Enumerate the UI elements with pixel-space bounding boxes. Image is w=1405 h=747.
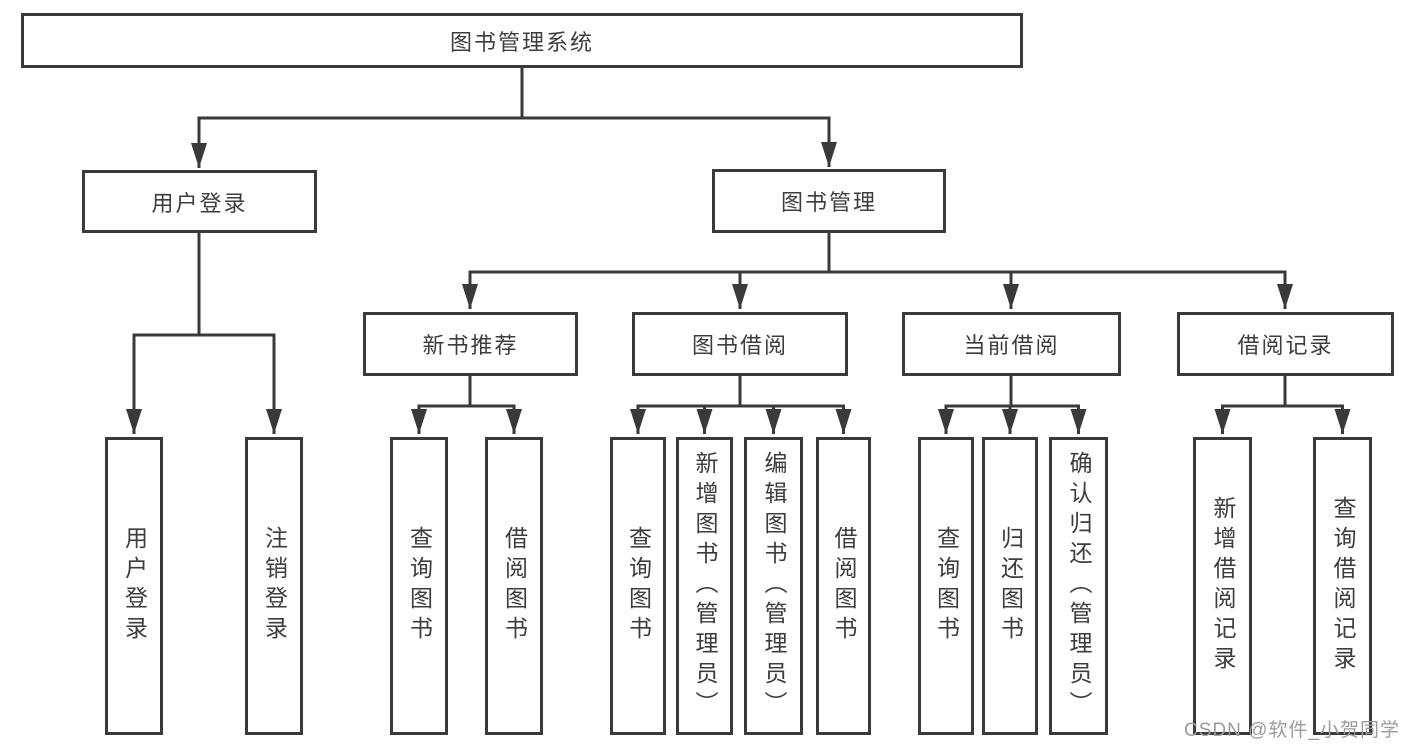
leaf-query-books-recommend: 查询图书 <box>390 437 448 735</box>
node-label: 用户登录 <box>151 190 248 216</box>
csdn-watermark: CSDN @软件_小贺同学 <box>1184 720 1400 741</box>
node-borrow-records: 借阅记录 <box>1177 312 1394 376</box>
node-label: 新增借阅记录 <box>1210 496 1236 676</box>
node-label: 借阅图书 <box>831 526 857 646</box>
connector-root <box>191 68 837 168</box>
connector-user-login <box>126 233 282 434</box>
node-book-borrow: 图书借阅 <box>632 312 848 376</box>
node-user-login: 用户登录 <box>82 170 317 233</box>
leaf-query-borrow-record: 查询借阅记录 <box>1313 437 1372 735</box>
leaf-borrow-books: 借阅图书 <box>816 437 871 735</box>
connector-current-borrow <box>938 376 1087 434</box>
connector-book-borrow <box>630 376 852 434</box>
node-label: 图书借阅 <box>691 333 788 358</box>
node-new-book-recommend: 新书推荐 <box>363 312 578 376</box>
node-label: 借阅图书 <box>501 526 528 646</box>
leaf-logout: 注销登录 <box>245 437 303 735</box>
node-label: 图书管理系统 <box>449 29 594 55</box>
node-label: 注销登录 <box>261 526 288 646</box>
node-library-management-system: 图书管理系统 <box>21 13 1023 68</box>
leaf-borrow-books-recommend: 借阅图书 <box>485 437 543 735</box>
leaf-return-books: 归还图书 <box>982 437 1038 735</box>
node-label: 用户登录 <box>121 526 148 646</box>
leaf-add-books-admin: 新增图书（管理员） <box>676 437 733 735</box>
leaf-edit-books-admin: 编辑图书（管理员） <box>744 437 803 735</box>
connector-new-book-recommend <box>411 376 522 434</box>
node-label: 当前借阅 <box>963 333 1060 358</box>
node-label: 图书管理 <box>780 190 877 215</box>
node-label: 借阅记录 <box>1237 333 1334 358</box>
leaf-user-login: 用户登录 <box>105 437 163 735</box>
node-label: 新增图书（管理员） <box>692 451 718 721</box>
leaf-add-borrow-record: 新增借阅记录 <box>1193 437 1252 735</box>
node-label: 确认归还（管理员） <box>1066 451 1092 721</box>
node-current-borrow: 当前借阅 <box>902 312 1121 376</box>
node-book-management: 图书管理 <box>712 169 946 233</box>
connector-book-management <box>462 233 1293 309</box>
node-label: 查询图书 <box>625 526 652 646</box>
node-label: 查询图书 <box>933 526 960 646</box>
node-label: 编辑图书（管理员） <box>761 451 787 721</box>
node-label: 归还图书 <box>997 526 1024 646</box>
node-label: 查询图书 <box>406 526 433 646</box>
node-label: 查询借阅记录 <box>1330 496 1356 676</box>
leaf-confirm-return-admin: 确认归还（管理员） <box>1049 437 1108 735</box>
leaf-query-books-current: 查询图书 <box>918 437 974 735</box>
node-label: 新书推荐 <box>422 333 519 358</box>
leaf-query-books-borrow: 查询图书 <box>610 437 666 735</box>
connector-borrow-records <box>1214 376 1351 434</box>
